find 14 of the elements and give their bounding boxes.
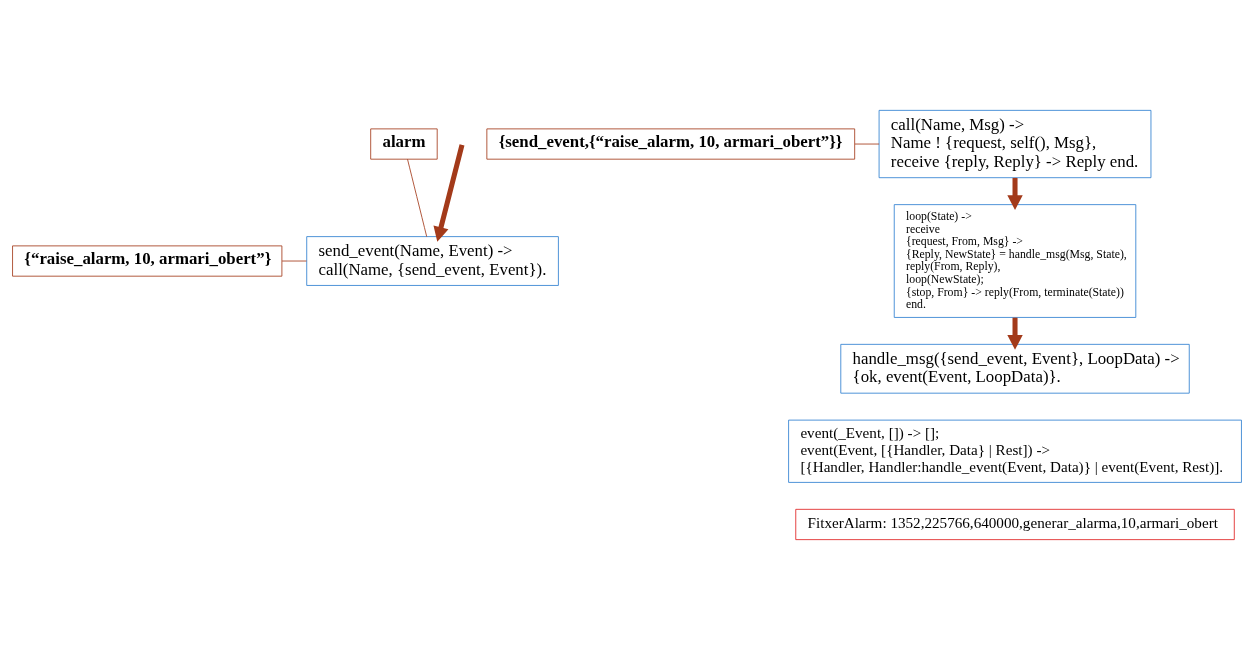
arrow [1007, 317, 1023, 350]
node-box: loop(State) -> receive {request, From, Msg} -> {Reply, NewState} = handle_msg(Msg, State), reply(From, Reply), loop(NewState); {stop, From} -> reply(From, terminate(State)) end. [893, 203, 1137, 318]
arrow [1007, 177, 1023, 210]
connector [854, 143, 880, 144]
node-box: send_event(Name, Event) -> call(Name, {send_event, Event}). [306, 235, 559, 286]
node-box: FitxerAlarm: 1352,225766,640000,generar_alarma,10,armari_obert [795, 508, 1235, 540]
node-box: event(_Event, []) -> []; event(Event, [{Handler, Data} | Rest]) -> [{Handler, Handler:handle_event(Event, Data)} | event(Event, Rest)]. [788, 419, 1242, 483]
node-box: {“raise_alarm, 10, armari_obert”} [12, 244, 283, 277]
node-box: handle_msg({send_event, Event}, LoopData) -> {ok, event(Event, LoopData)}. [840, 343, 1190, 394]
node-box: call(Name, Msg) -> Name ! {request, self(), Msg}, receive {reply, Reply} -> Reply end. [878, 109, 1152, 178]
node-box: {send_event,{“raise_alarm, 10, armari_obert”}} [486, 127, 856, 160]
connector [407, 158, 428, 237]
node-box: alarm [370, 127, 438, 160]
arrow [433, 143, 465, 242]
